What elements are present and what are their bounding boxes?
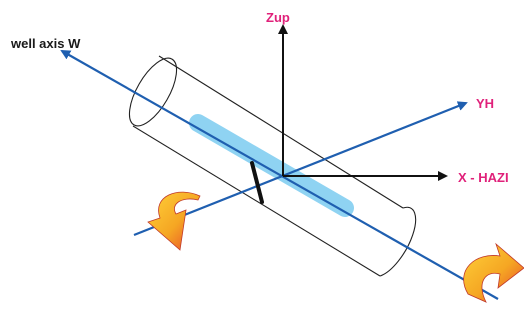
label-yh: YH	[476, 96, 494, 111]
cross-section-tick	[250, 161, 264, 204]
rotation-arrow-right-icon	[463, 242, 524, 303]
label-zup: Zup	[266, 10, 290, 25]
label-x-hazi: X - HAZI	[458, 170, 509, 185]
wellbore-cylinder	[128, 55, 417, 277]
axis-yh	[133, 101, 468, 237]
well-axis-w	[60, 50, 499, 300]
label-well-axis-w: well axis W	[10, 36, 81, 51]
rotation-arrow-left-icon	[147, 191, 201, 251]
well-section-highlight	[189, 114, 354, 217]
